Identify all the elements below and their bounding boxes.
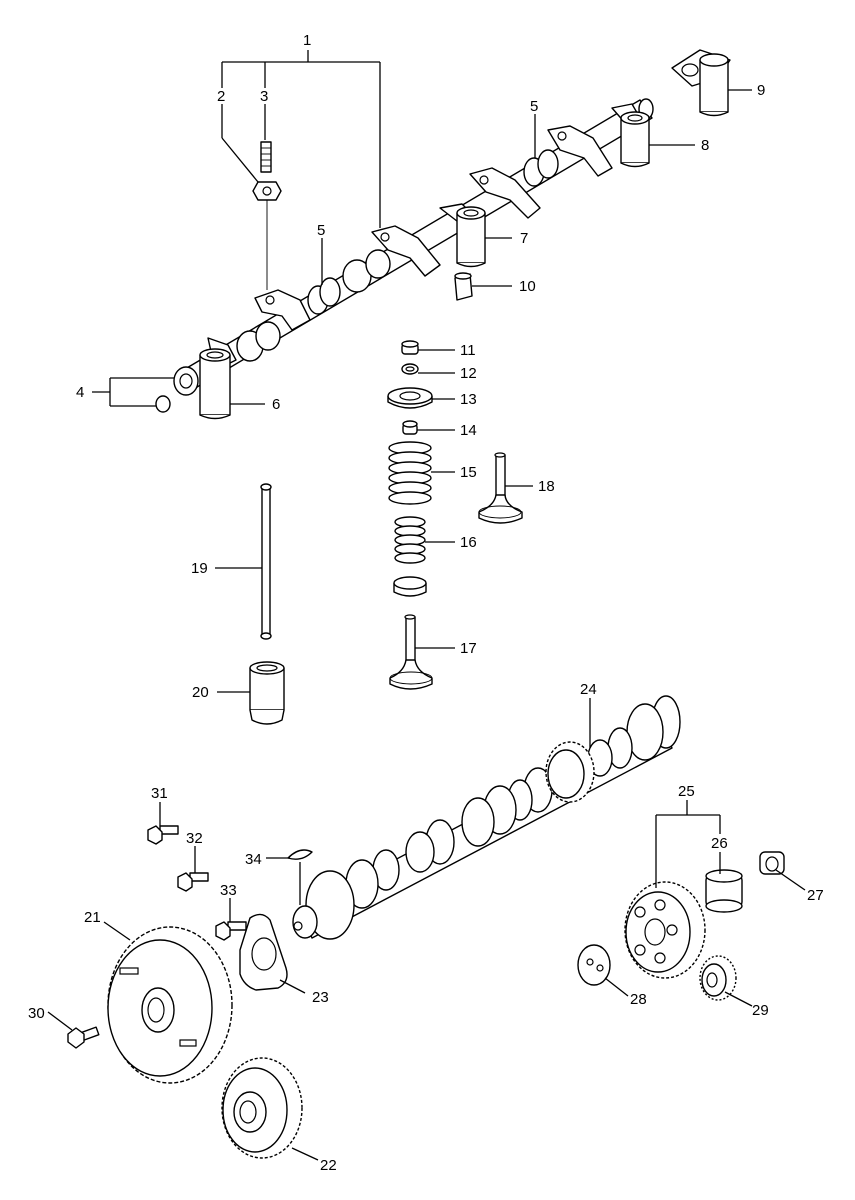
shaft-support bbox=[456, 206, 486, 268]
callout-32: 32 bbox=[186, 830, 203, 847]
spring-seat bbox=[393, 576, 427, 597]
callout-8: 8 bbox=[701, 137, 709, 154]
spring-spacer bbox=[307, 249, 391, 315]
callout-18: 18 bbox=[538, 478, 555, 495]
bushing bbox=[705, 869, 743, 913]
callout-17: 17 bbox=[460, 640, 477, 657]
callout-22: 22 bbox=[320, 1157, 337, 1174]
plug bbox=[155, 395, 171, 413]
rocker-arm bbox=[371, 225, 441, 277]
callout-16: 16 bbox=[460, 534, 477, 551]
callout-9: 9 bbox=[757, 82, 765, 99]
callout-21: 21 bbox=[84, 909, 101, 926]
callout-20: 20 bbox=[192, 684, 209, 701]
shaft-support bbox=[620, 111, 650, 168]
bolt bbox=[67, 1026, 100, 1049]
inner-valve-spring bbox=[394, 516, 426, 564]
bolt bbox=[147, 825, 179, 845]
callout-1: 1 bbox=[303, 32, 311, 49]
bolt bbox=[215, 921, 247, 941]
drive-gear bbox=[221, 1057, 303, 1159]
thrust-washer bbox=[577, 944, 611, 986]
valve-seat-washer bbox=[402, 420, 418, 435]
callout-7: 7 bbox=[520, 230, 528, 247]
callout-33: 33 bbox=[220, 882, 237, 899]
collet bbox=[454, 272, 473, 301]
push-rod bbox=[260, 483, 272, 640]
callout-labels: 1 2 3 4 5 5 6 7 8 9 10 11 12 13 14 15 16… bbox=[28, 32, 824, 1174]
oil-pump-gear bbox=[624, 881, 706, 979]
callout-13: 13 bbox=[460, 391, 477, 408]
callout-23: 23 bbox=[312, 989, 329, 1006]
callout-12: 12 bbox=[460, 365, 477, 382]
callout-15: 15 bbox=[460, 464, 477, 481]
camshaft-drive-gear bbox=[545, 741, 595, 803]
spring-retainer bbox=[387, 387, 433, 409]
callout-19: 19 bbox=[191, 560, 208, 577]
callout-14: 14 bbox=[460, 422, 477, 439]
cotter-hole bbox=[405, 366, 415, 372]
spring-spacer bbox=[236, 149, 559, 362]
callout-28: 28 bbox=[630, 991, 647, 1008]
tappet bbox=[249, 661, 285, 725]
callout-24: 24 bbox=[580, 681, 597, 698]
lock-nut bbox=[252, 181, 282, 201]
callout-26: 26 bbox=[711, 835, 728, 852]
callout-2: 2 bbox=[217, 88, 225, 105]
camshaft bbox=[292, 695, 681, 940]
callout-27: 27 bbox=[807, 887, 824, 904]
idler-gear bbox=[107, 926, 233, 1084]
intake-valve bbox=[389, 614, 433, 690]
callout-30: 30 bbox=[28, 1005, 45, 1022]
end-support bbox=[671, 49, 731, 117]
leader-lines bbox=[47, 50, 806, 1161]
outer-valve-spring bbox=[388, 441, 432, 505]
callout-11: 11 bbox=[460, 342, 476, 359]
callout-3: 3 bbox=[260, 88, 268, 105]
callout-10: 10 bbox=[519, 278, 536, 295]
callout-31: 31 bbox=[151, 785, 168, 802]
thrust-plate bbox=[239, 913, 288, 991]
pinion-gear bbox=[699, 955, 737, 1001]
callout-34: 34 bbox=[245, 851, 262, 868]
callout-5: 5 bbox=[317, 222, 325, 239]
callout-25: 25 bbox=[678, 783, 695, 800]
woodruff-key bbox=[287, 849, 313, 860]
valve-cap bbox=[401, 340, 419, 355]
callout-5: 5 bbox=[530, 98, 538, 115]
rocker-shaft-assembly bbox=[155, 98, 654, 420]
callout-4: 4 bbox=[76, 384, 84, 401]
callout-29: 29 bbox=[752, 1002, 769, 1019]
cap-plug bbox=[759, 851, 785, 875]
shaft-support bbox=[199, 348, 231, 420]
bolt bbox=[177, 872, 209, 892]
adjusting-screw bbox=[260, 141, 272, 173]
exhaust-valve bbox=[478, 452, 523, 524]
callout-6: 6 bbox=[272, 396, 280, 413]
